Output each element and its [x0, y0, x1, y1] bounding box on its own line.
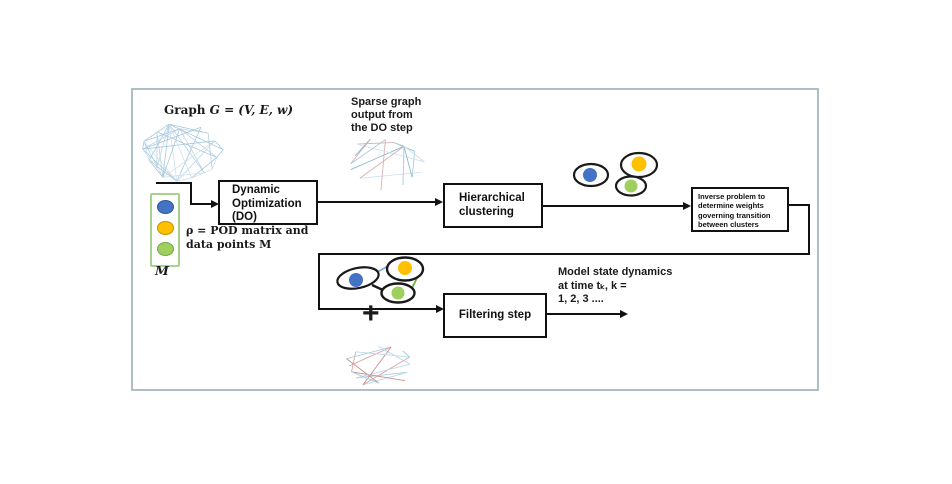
plus-sign: + — [362, 297, 380, 330]
inverse-exit-connector — [789, 204, 810, 206]
arrowhead-output — [620, 310, 628, 318]
filtering-step-box: Filtering step — [443, 293, 547, 338]
clusters-illustration — [572, 151, 659, 197]
graph-label-prefix: Graph — [164, 103, 210, 117]
return-connector — [318, 253, 810, 255]
hierarchical-clustering-box: Hierarchical clustering — [443, 183, 543, 228]
input-connector-run — [190, 203, 212, 205]
m-label: M — [155, 263, 169, 278]
arrowhead-into-inverse — [683, 202, 691, 210]
arrowhead-into-clustering — [435, 198, 443, 206]
blue-data-point-icon — [157, 200, 174, 214]
clustered-graph-illustration — [336, 256, 425, 304]
filtering-output-connector — [547, 313, 621, 315]
graph-definition-label: Graph G = (V, E, w) — [164, 103, 293, 117]
left-drop-connector — [318, 253, 320, 310]
do-to-clustering-connector — [318, 201, 436, 203]
green-cluster-dot — [624, 179, 638, 193]
clustering-to-inverse-connector — [543, 205, 684, 207]
blue-green-edge — [371, 283, 384, 292]
graph-label-math: G = (V, E, w) — [209, 103, 294, 117]
right-drop-connector — [808, 204, 810, 255]
sparse-graph-illustration — [350, 138, 425, 191]
input-connector-top — [156, 182, 192, 184]
green-cluster-dot — [391, 286, 405, 300]
green-data-point-icon — [157, 242, 174, 256]
blue-cluster-dot — [583, 168, 597, 182]
sparse-graph-caption: Sparse graph output from the DO step — [351, 96, 422, 134]
arrowhead-into-do — [211, 200, 219, 208]
diagram-frame — [131, 88, 819, 391]
dynamic-optimization-box: Dynamic Optimization (DO) — [218, 180, 318, 225]
data-points-legend — [150, 193, 180, 267]
inverse-problem-box: Inverse problem to determine weights gov… — [691, 187, 789, 232]
arrowhead-into-filtering — [436, 305, 444, 313]
input-connector-drop — [190, 182, 192, 205]
sparse-graph-illustration — [346, 345, 411, 386]
yellow-cluster-dot — [398, 261, 412, 275]
blue-cluster-dot — [349, 273, 363, 287]
dense-graph-illustration — [142, 123, 224, 182]
yellow-cluster-dot — [631, 156, 647, 172]
pod-matrix-label: ρ = POD matrix and data points M — [186, 224, 309, 251]
into-filtering-connector — [318, 308, 437, 310]
model-dynamics-label: Model state dynamics at time tₖ, k = 1, … — [558, 266, 673, 305]
yellow-data-point-icon — [157, 221, 174, 235]
